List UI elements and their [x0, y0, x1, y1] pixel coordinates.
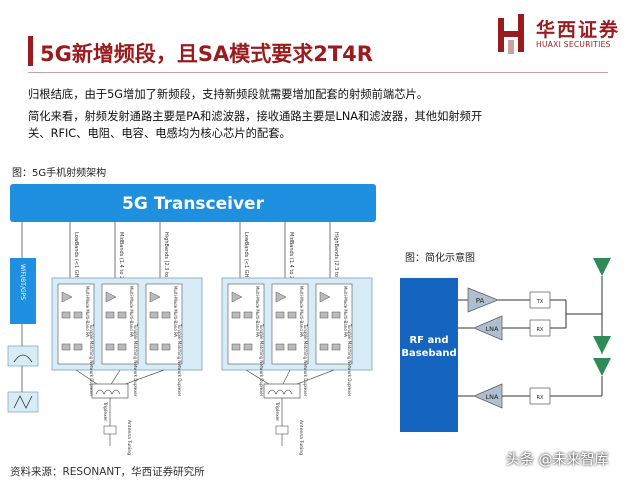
tx-filter-icon: [529, 291, 551, 309]
wifi-bt-gps-label: WiFi/BT/GPS: [19, 264, 26, 300]
rf-baseband-block: [400, 278, 458, 432]
lna-amplifier-icon: [473, 383, 503, 409]
tunable-label: Tunable Matching Network Duplexer: [303, 323, 308, 397]
tunable-label: Tunable Matching Network Duplexer: [177, 323, 182, 397]
frontend-module-group-2: Multi-Mode Multi-Band PA Multi-Mode Mult…: [221, 277, 373, 397]
pa-label: PA: [476, 297, 485, 305]
watermark: 头条 @未来智库: [506, 452, 609, 468]
filter-icon: [13, 354, 33, 363]
huaxi-logo-icon: [498, 14, 524, 54]
wifi-bt-gps-module: [10, 258, 36, 324]
band-label-high-1: HighBands (2.3 to 3.8 GHz): [163, 232, 169, 300]
module-label: Multi-Mode Multi-Band PA: [255, 286, 260, 337]
antenna-icon: [593, 336, 611, 354]
paragraph-2-line-1: 简化来看，射频发射通路主要是PA和滤波器，接收通路主要是LNA和滤波器，其他如射…: [28, 110, 483, 123]
rf-baseband-label-1: RF and: [409, 335, 448, 346]
module-label: Multi-Mode Multi-Band PA: [85, 286, 90, 337]
band-label-low-2: LowBands (<1 GHz): [243, 232, 249, 282]
simplified-schematic-diagram: RF and Baseband PA LNA LNA TX RX RX: [400, 258, 611, 432]
page-title: 5G新增频段，且SA模式要求2T4R: [40, 42, 373, 66]
figure-left-caption: 图：5G手机射频架构: [12, 168, 107, 179]
triplexer-label: Triplexer: [102, 401, 108, 421]
module-label: Multi-Mode Multi-Band PA: [173, 286, 178, 337]
band-label-mid-2: MidBands (1.4 to 2.2 GHz): [288, 232, 294, 298]
rx2-filter-icon: [529, 387, 551, 405]
module-label: Multi-Mode Multi-Band PA: [343, 286, 348, 337]
triplexer-icon: [267, 389, 293, 395]
tunable-label: Tunable Matching Network Duplexer: [89, 323, 94, 397]
tunable-label: Tunable Matching Network Duplexer: [133, 323, 138, 397]
rx-label: RX: [537, 327, 544, 333]
rx2-label: RX: [537, 395, 544, 401]
antenna-tuning-label: Antenna Tuning: [298, 420, 304, 455]
tunable-label: Tunable Matching Network Duplexer: [259, 323, 264, 397]
source-note: 资料来源：RESONANT，华西证券研究所: [10, 466, 205, 478]
band-label-mid-1: MidBands (1.4 to 2.2 GHz): [118, 232, 124, 298]
band-label-low-1: LowBands (<1 GHz): [73, 232, 79, 282]
rx-filter-icon: [529, 319, 551, 337]
module-label: Multi-Mode Multi-Band PA: [129, 286, 134, 337]
paragraph-1: 归根结底，由于5G增加了新频段，支持新频段就需要增加配套的射频前端芯片。: [28, 88, 429, 101]
logo-text-en: HUAXI SECURITIES: [536, 40, 611, 49]
paragraph-2-line-2: 关、RFIC、电阻、电容、电感均为核心芯片的配套。: [28, 127, 291, 140]
title-divider: [28, 72, 608, 73]
lna-amplifier-icon: [473, 315, 503, 341]
rf-architecture-diagram: 5G Transceiver LowBands (<1 GHz) MidBand…: [7, 184, 376, 455]
module-label: Multi-Mode Multi-Band PA: [299, 286, 304, 337]
triplexer-label: Triplexer: [274, 401, 280, 421]
frontend-module-group-1: Multi-Mode Multi-Band PA Multi-Mode Mult…: [51, 277, 203, 397]
transceiver-label: 5G Transceiver: [122, 194, 265, 214]
figure-right-caption: 图：简化示意图: [405, 253, 475, 264]
lna-label: LNA: [486, 325, 499, 333]
triplexer-icon: [95, 389, 121, 395]
antenna-tuning-label: Antenna Tuning: [126, 420, 132, 455]
rf-baseband-label-2: Baseband: [401, 348, 456, 359]
lna2-label: LNA: [486, 393, 499, 401]
logo-text-cn: 华西证券: [536, 19, 621, 41]
pa-amplifier-icon: [467, 287, 499, 313]
band-label-high-2: HighBands (2.3 to 3.8 GHz): [333, 232, 339, 300]
tunable-label: Tunable Matching Network Duplexer: [347, 323, 352, 397]
antenna-icon: [593, 258, 611, 276]
transceiver-block: [10, 184, 376, 222]
filter-icon: [13, 395, 33, 409]
antenna-icon: [593, 358, 611, 376]
tx-label: TX: [536, 299, 544, 305]
title-accent-bar: [28, 36, 33, 66]
